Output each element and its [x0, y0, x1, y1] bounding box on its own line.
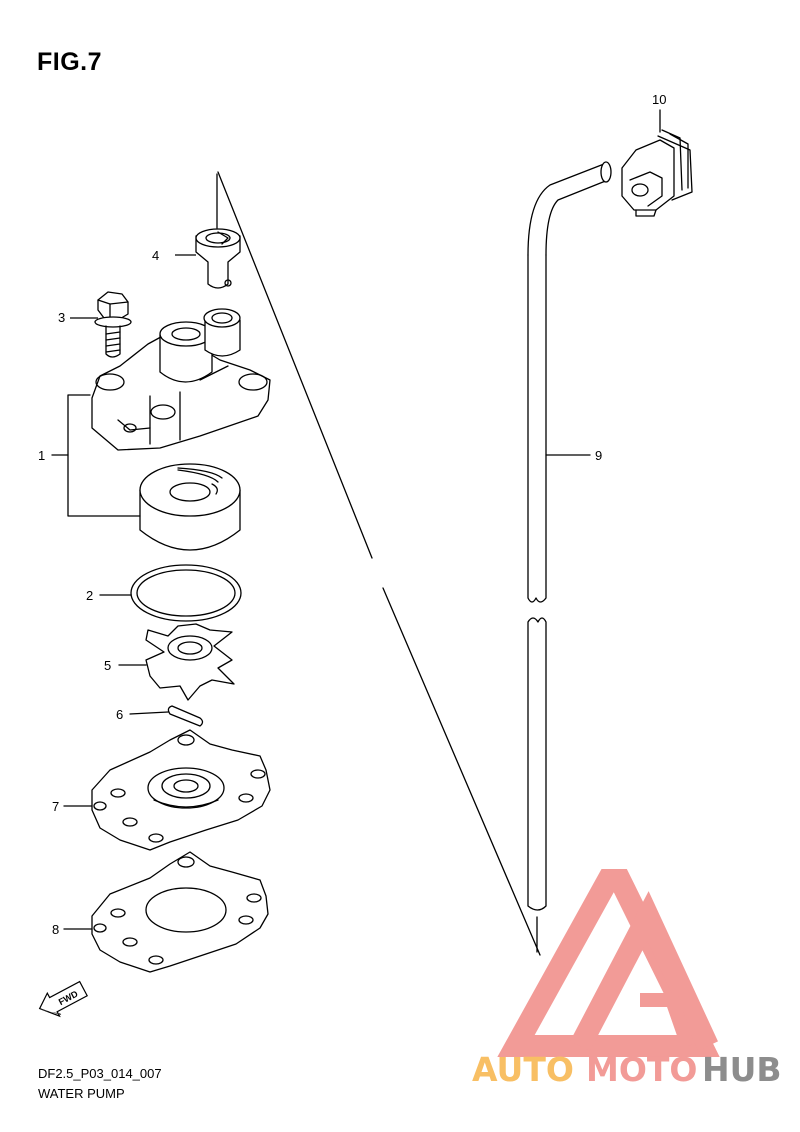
callout-2: 2	[86, 588, 93, 603]
part-8-gasket[interactable]	[63, 851, 269, 973]
part-1-liner-cup[interactable]	[139, 463, 241, 551]
logo-text-auto: AUTO	[472, 1050, 574, 1089]
automotohub-logo: AUTO MOTO HUB	[472, 869, 782, 1089]
part-4-bushing[interactable]	[195, 173, 241, 289]
callout-8: 8	[52, 922, 59, 937]
figure-code: DF2.5_P03_014_007	[38, 1066, 162, 1081]
part-9-water-tube[interactable]	[527, 161, 612, 953]
callout-6: 6	[116, 707, 123, 722]
part-3-bolt[interactable]	[94, 291, 132, 358]
part-1-bracket	[51, 394, 141, 517]
logo-text-moto: MOTO	[586, 1050, 697, 1089]
callout-1: 1	[38, 448, 45, 463]
part-2-o-ring[interactable]	[99, 564, 242, 622]
part-7-plate[interactable]	[63, 729, 271, 851]
diagonal-reference-line	[217, 171, 373, 559]
callout-9: 9	[595, 448, 602, 463]
part-1-pump-case[interactable]	[91, 308, 271, 451]
figure-title: FIG.7	[37, 48, 103, 76]
figure-name: WATER PUMP	[38, 1086, 125, 1101]
logo-text-hub: HUB	[702, 1050, 782, 1089]
part-10-clip[interactable]	[621, 109, 693, 217]
part-6-pin[interactable]	[129, 705, 204, 727]
callout-7: 7	[52, 799, 59, 814]
fwd-arrow-icon: FWD	[38, 980, 88, 1018]
part-5-impeller[interactable]	[118, 623, 235, 701]
callout-5: 5	[104, 658, 111, 673]
diagonal-reference-line-lower	[382, 587, 541, 956]
callout-4: 4	[152, 248, 159, 263]
callout-3: 3	[58, 310, 65, 325]
callout-10: 10	[652, 92, 666, 107]
